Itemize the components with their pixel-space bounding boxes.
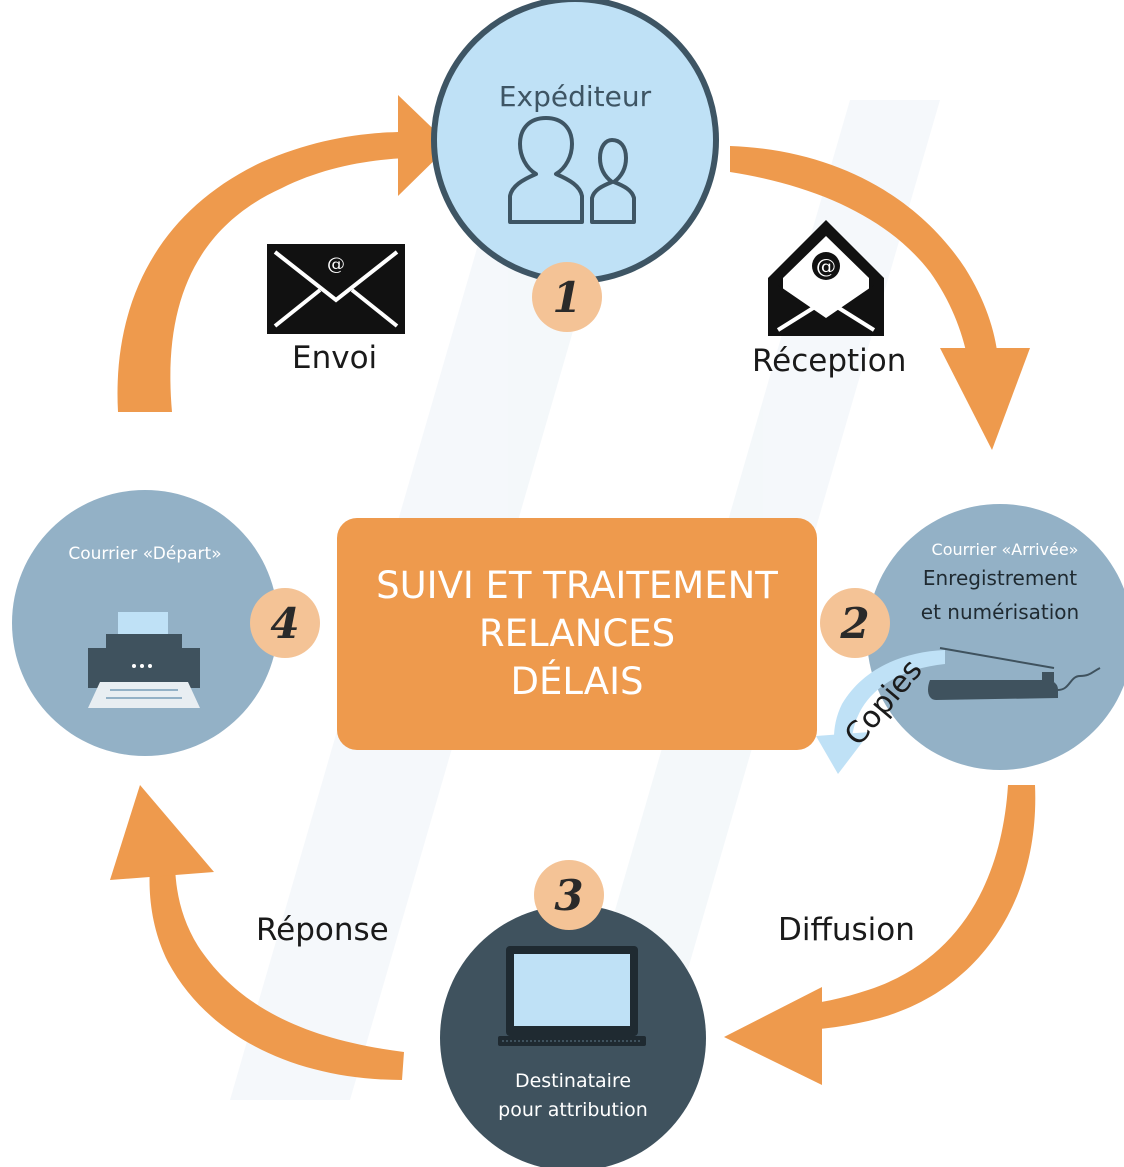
arrow-reception <box>730 146 1030 450</box>
center-line-2: RELANCES <box>478 612 676 655</box>
copies-arrow <box>816 650 945 774</box>
step-1-badge: 1 <box>532 262 602 332</box>
reception-label: Réception <box>752 343 907 379</box>
users-icon <box>508 116 636 224</box>
arrow-diffusion <box>724 785 1036 1085</box>
recipient-line1: Destinataire <box>514 1070 632 1092</box>
sender-node <box>431 0 719 284</box>
laptop-icon <box>498 946 646 1046</box>
outgoing-node <box>12 490 278 756</box>
center-line-1: SUIVI ET TRAITEMENT <box>376 564 778 607</box>
printer-icon <box>88 612 200 708</box>
incoming-line2: et numérisation <box>920 600 1080 624</box>
step-4-badge: 4 <box>250 588 320 658</box>
arrow-reponse <box>110 785 404 1080</box>
recipient-node <box>440 905 706 1167</box>
incoming-title: Courrier «Arrivée» <box>931 540 1079 559</box>
scanner-icon <box>928 647 1101 700</box>
incoming-node <box>867 504 1124 770</box>
center-box: SUIVI ET TRAITEMENT RELANCES DÉLAIS <box>337 518 817 750</box>
sender-title: Expéditeur <box>498 80 652 113</box>
arrow-envoi <box>117 95 450 412</box>
reponse-label: Réponse <box>256 912 389 948</box>
step-2-badge: 2 <box>820 588 890 658</box>
svg-text:@: @ <box>327 254 345 275</box>
step-3-badge: 3 <box>534 860 604 930</box>
recipient-line2: pour attribution <box>498 1099 648 1121</box>
envelope-icon: @ <box>267 244 405 334</box>
center-line-3: DÉLAIS <box>510 660 644 703</box>
envoi-label: Envoi <box>292 340 378 376</box>
diffusion-label: Diffusion <box>778 912 915 948</box>
open-envelope-icon: @ <box>768 220 884 336</box>
incoming-line1: Enregistrement <box>922 566 1078 590</box>
svg-text:@: @ <box>816 254 836 278</box>
outgoing-title: Courrier «Départ» <box>68 544 222 564</box>
